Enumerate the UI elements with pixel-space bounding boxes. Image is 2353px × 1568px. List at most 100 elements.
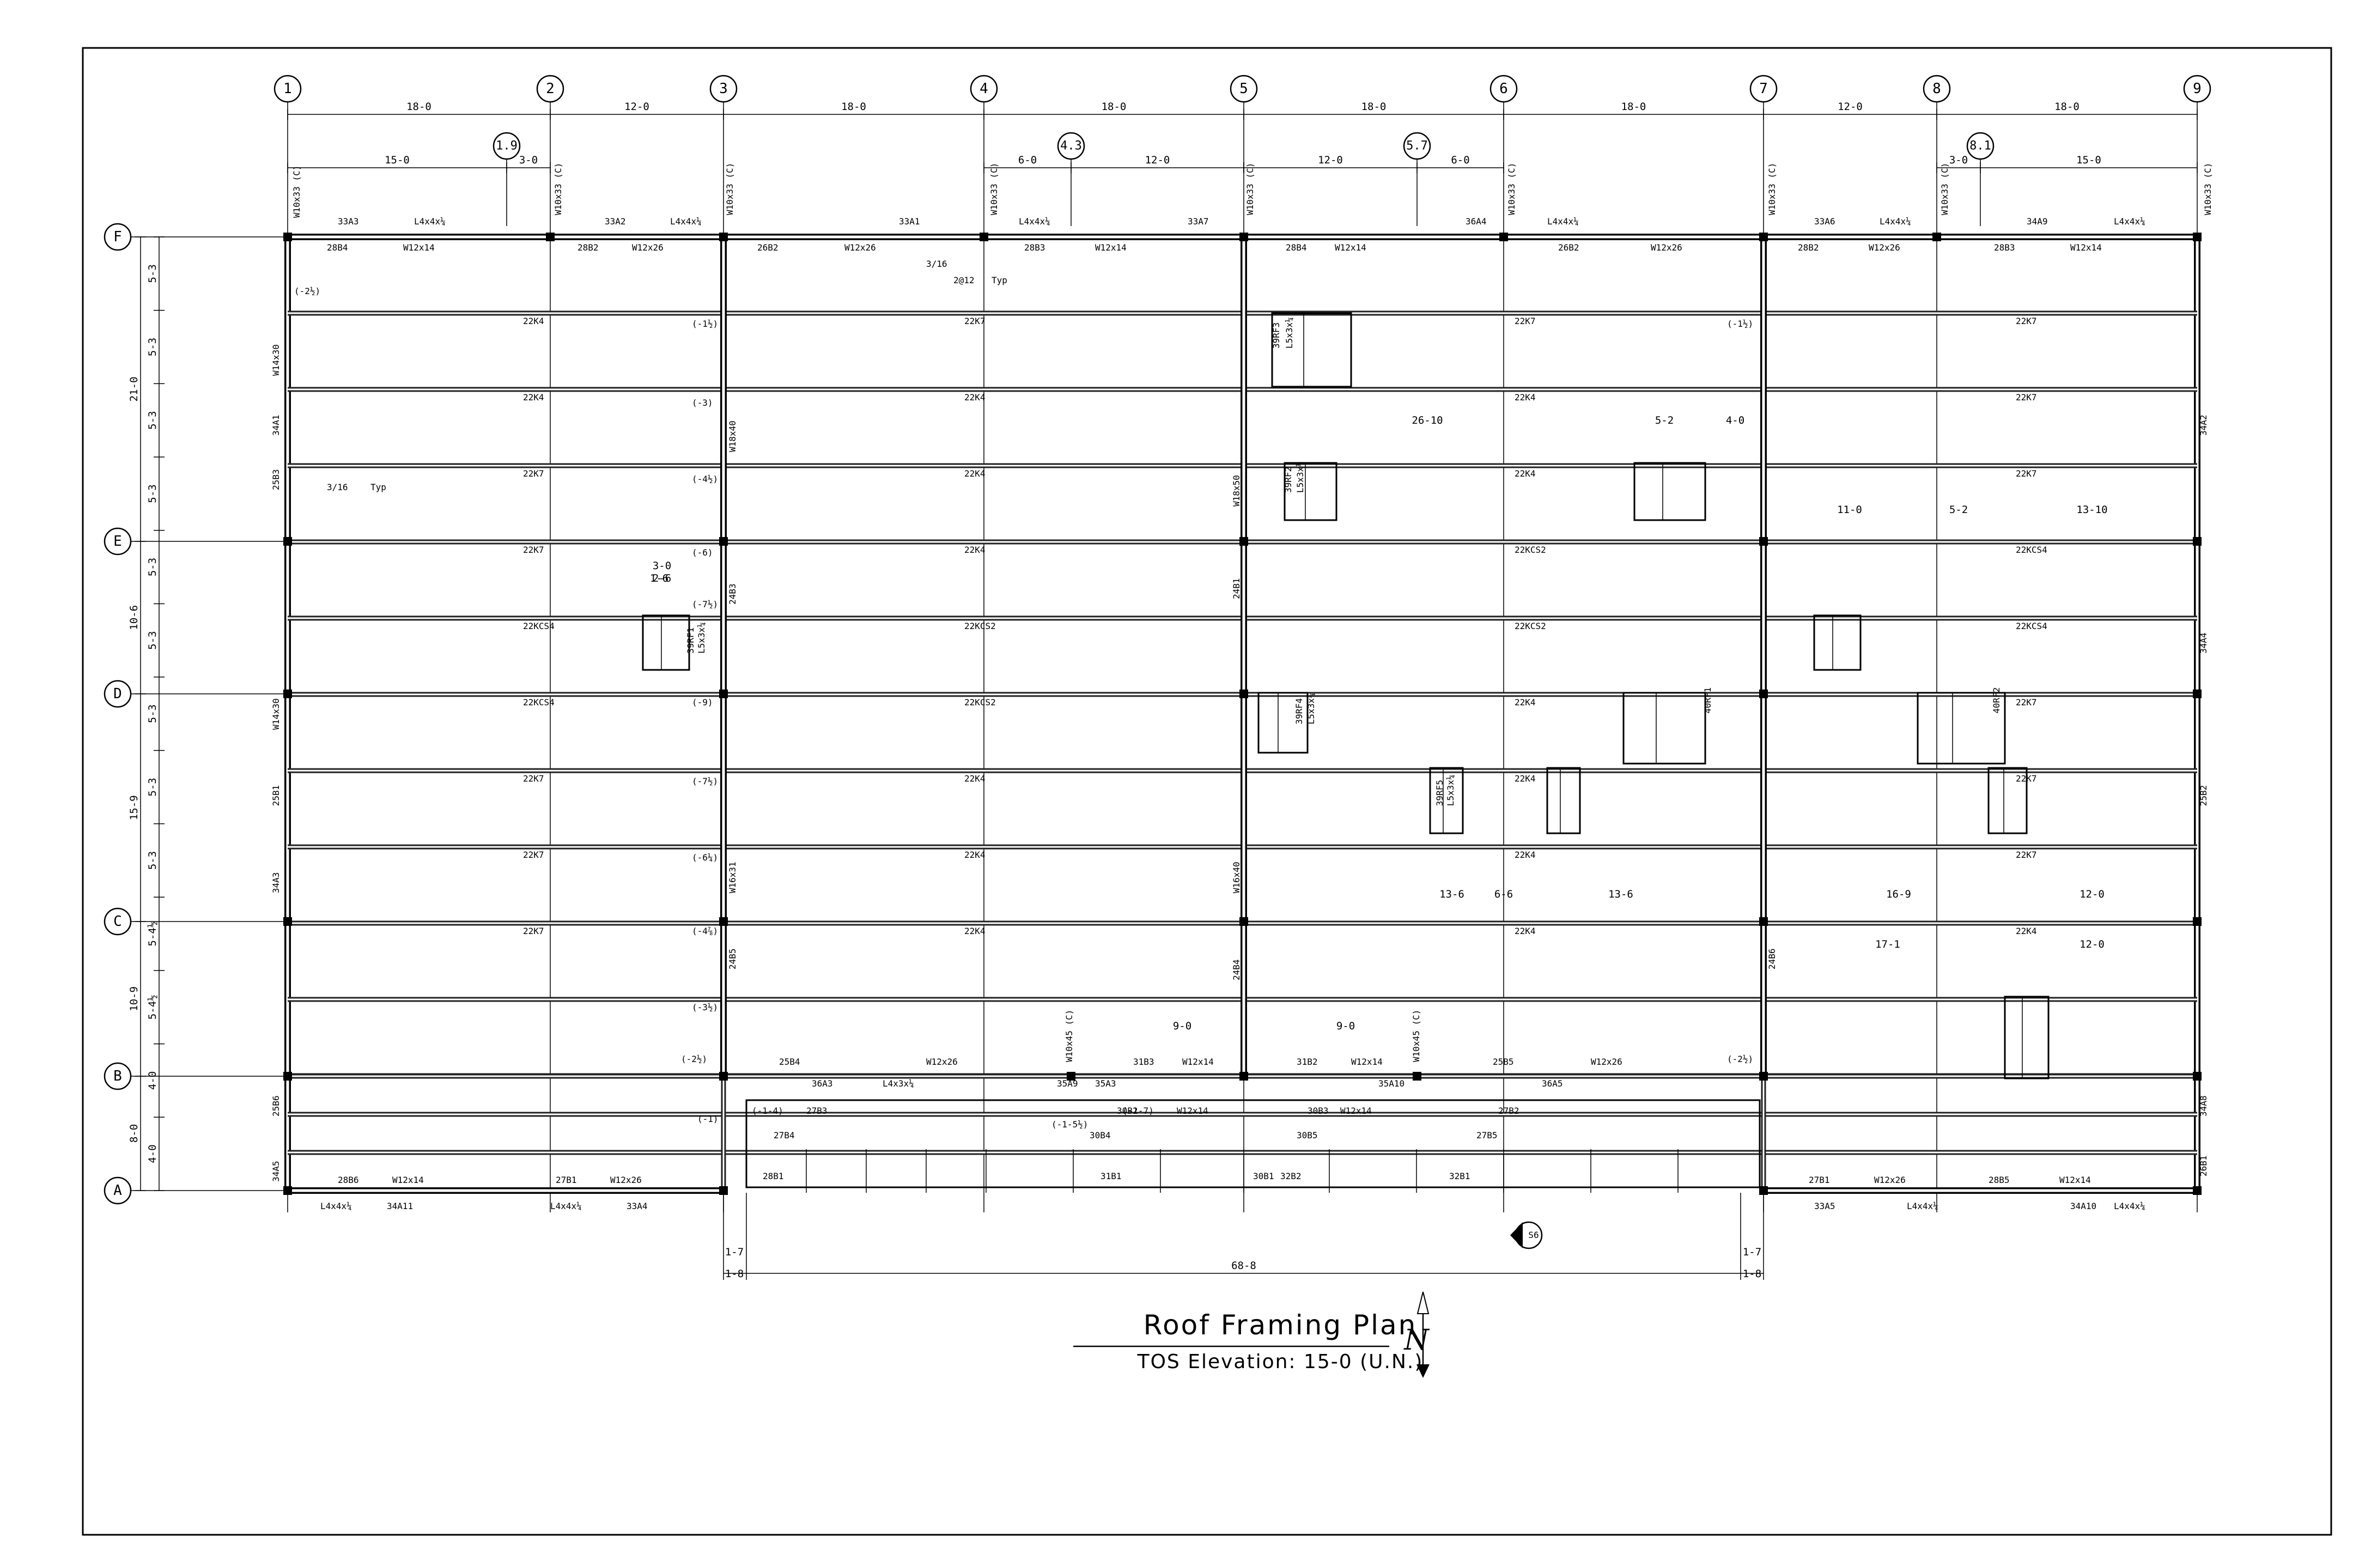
column-label: W10x33 (C)	[553, 163, 563, 215]
grid-bubble-row	[104, 907, 132, 936]
opening-label: L5x3x¼	[1295, 461, 1305, 493]
joist-label: 22K4	[964, 392, 986, 402]
interior-member-label: 30B4	[1090, 1130, 1111, 1140]
grid-intermediate-label: 5.7	[1406, 139, 1428, 153]
bottom-brace-label: L4x4x¼	[2114, 1201, 2145, 1211]
interior-member-label: 25B4	[779, 1057, 800, 1067]
elevation-note: (-1-5½)	[1051, 1119, 1088, 1130]
joist-label: 22K4	[1515, 773, 1536, 784]
top-beam-label: 28B4	[327, 242, 348, 253]
column-marker	[1759, 233, 1768, 241]
opening-label: L5x3x¼	[1445, 774, 1456, 806]
dim-columns-text: 18-0	[406, 101, 431, 113]
roof-opening	[2004, 996, 2050, 1079]
interior-member-label: 31B1	[1101, 1171, 1122, 1181]
opening-label: L5x3x¼	[696, 622, 707, 654]
opening-label: 39RF3	[1271, 322, 1281, 349]
joist-label: 22KCS2	[1515, 621, 1546, 631]
grid-bubble-col	[273, 75, 302, 103]
interior-member-label: W12x14	[1340, 1106, 1372, 1116]
weld-note: 3/16	[327, 482, 348, 492]
top-brace-label: L4x4x¼	[670, 216, 702, 227]
column-marker	[1499, 233, 1508, 241]
elevation-note: (-3½)	[692, 1002, 718, 1012]
dim-bottom-text: 68-8	[1231, 1260, 1256, 1272]
roof-opening	[1633, 462, 1706, 521]
dim-misc-text: 2-6	[653, 572, 671, 584]
dim-misc-text: 3-0	[653, 560, 671, 572]
top-beam-label: W12x26	[632, 242, 664, 253]
grid-bubble-col	[2183, 75, 2211, 103]
top-brace-label: L4x4x¼	[1880, 216, 1911, 227]
column-marker	[546, 233, 555, 241]
column-marker	[2193, 1186, 2202, 1195]
dim-left-text: 5-3	[147, 264, 159, 283]
roof-opening	[1813, 614, 1862, 671]
interior-member-label: 35A10	[1378, 1078, 1404, 1089]
interior-member-label: W12x14	[1177, 1106, 1208, 1116]
column-label: W10x33 (C)	[1767, 163, 1777, 215]
opening-label: 40RF1	[1703, 687, 1713, 713]
column-marker	[1239, 917, 1248, 926]
grid-row-label: F	[113, 229, 122, 245]
dim-left-text: 5-3	[147, 338, 159, 356]
interior-member-label: 30B3	[1308, 1106, 1329, 1116]
joist-label: 22KCS4	[2016, 545, 2047, 555]
roof-opening	[1271, 312, 1352, 388]
dim-misc-text: 1-6	[650, 572, 668, 584]
column-label: W10x33 (C)	[1245, 163, 1255, 215]
joist-label: 22K7	[964, 316, 986, 326]
column-label: W10x33 (C)	[2203, 163, 2213, 215]
dim-left-outer-text: 15-9	[128, 795, 140, 820]
column-marker	[2193, 537, 2202, 546]
column-marker	[283, 1186, 292, 1195]
girder-label: 34A8	[2198, 1095, 2209, 1116]
dim-secondary-c-text: 12-0	[1318, 154, 1343, 166]
interior-member-label: W12x26	[926, 1057, 958, 1067]
joist-label: 22K7	[2016, 850, 2037, 860]
column-marker	[1759, 1186, 1768, 1195]
grid-col-label: 4	[980, 81, 988, 97]
roof-opening	[1429, 767, 1464, 834]
dim-columns-text: 18-0	[1361, 101, 1387, 113]
interior-member-label: W12x14	[1351, 1057, 1383, 1067]
interior-member-label: 27B4	[774, 1130, 795, 1140]
column-marker	[1932, 233, 1941, 241]
dim-misc-text: 16-9	[1886, 888, 1911, 900]
bottom-beam-label: W12x26	[610, 1175, 642, 1185]
bottom-beam-label: 28B5	[1989, 1175, 2010, 1185]
top-brace-label: L4x4x¼	[1547, 216, 1579, 227]
elevation-note: (-2½)	[1727, 1054, 1753, 1064]
interior-member-label: 30B1	[1253, 1171, 1274, 1181]
bottom-beam-label: 27B1	[556, 1175, 577, 1185]
grid-bubble-col	[1749, 75, 1778, 103]
joist-label: 22K4	[523, 316, 544, 326]
column-marker	[719, 1186, 728, 1195]
dim-misc-text: 4-0	[1726, 414, 1744, 426]
grid-col-label: 2	[546, 81, 555, 97]
bottom-brace-label: L4x4x¼	[1907, 1201, 1938, 1211]
top-beam-label: 28B2	[577, 242, 599, 253]
dim-secondary-d-text: 15-0	[2076, 154, 2101, 166]
weld-note: 3/16	[926, 259, 947, 269]
column-marker	[1067, 1072, 1075, 1081]
bottom-brace-label: 34A11	[387, 1201, 413, 1211]
dim-secondary-a-text: 3-0	[519, 154, 538, 166]
top-beam-label: 28B3	[1994, 242, 2015, 253]
dim-left-outer-text: 21-0	[128, 377, 140, 402]
top-beam-label: W12x14	[1335, 242, 1366, 253]
bottom-beam-label: W12x26	[1874, 1175, 1906, 1185]
interior-member-label: 27B5	[1476, 1130, 1498, 1140]
column-marker	[719, 690, 728, 698]
elevation-note: (-4½)	[692, 474, 718, 484]
dim-misc-text: 12-0	[2080, 938, 2105, 950]
top-beam-label: W12x26	[1869, 242, 1900, 253]
grid-bubble-intermediate	[1403, 132, 1431, 160]
dim-left-text: 5-3	[147, 851, 159, 870]
grid-row-label: E	[113, 533, 122, 550]
bottom-brace-label: L4x4x¼	[320, 1201, 352, 1211]
column-marker	[1239, 233, 1248, 241]
weld-note: Typ	[370, 482, 386, 492]
elevation-note: (-1)	[697, 1114, 719, 1124]
